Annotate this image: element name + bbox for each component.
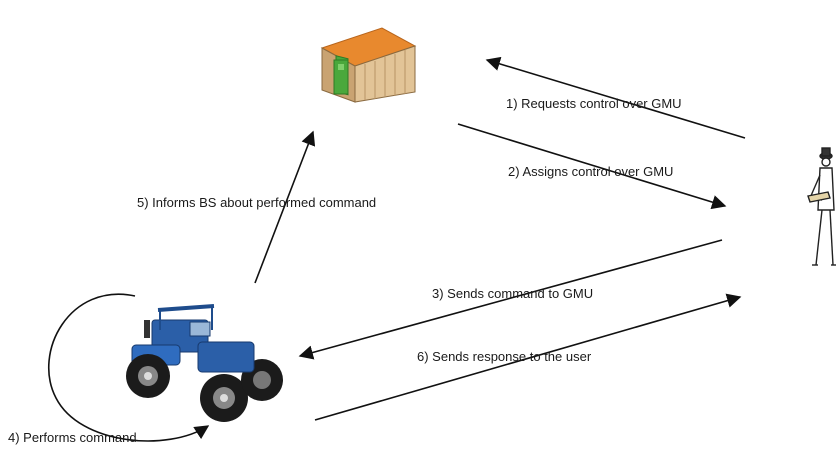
step-2-label: 2) Assigns control over GMU bbox=[508, 164, 674, 179]
shed-icon bbox=[320, 27, 417, 103]
step-3-label: 3) Sends command to GMU bbox=[432, 286, 594, 301]
step-5-label: 5) Informs BS about performed command bbox=[137, 195, 377, 210]
arrow-step-5 bbox=[254, 130, 316, 284]
arrow-step-4 bbox=[47, 293, 210, 442]
arrow-step-6 bbox=[314, 293, 742, 421]
arrow-step-2 bbox=[457, 123, 727, 210]
arrow-step-1 bbox=[485, 56, 746, 139]
step-6-label: 6) Sends response to the user bbox=[417, 349, 592, 364]
tractor-icon bbox=[126, 304, 283, 422]
step-4-label: 4) Performs command bbox=[8, 430, 137, 445]
farmer-icon bbox=[807, 147, 836, 266]
step-1-label: 1) Requests control over GMU bbox=[506, 96, 682, 111]
arrow-step-3 bbox=[298, 239, 723, 360]
